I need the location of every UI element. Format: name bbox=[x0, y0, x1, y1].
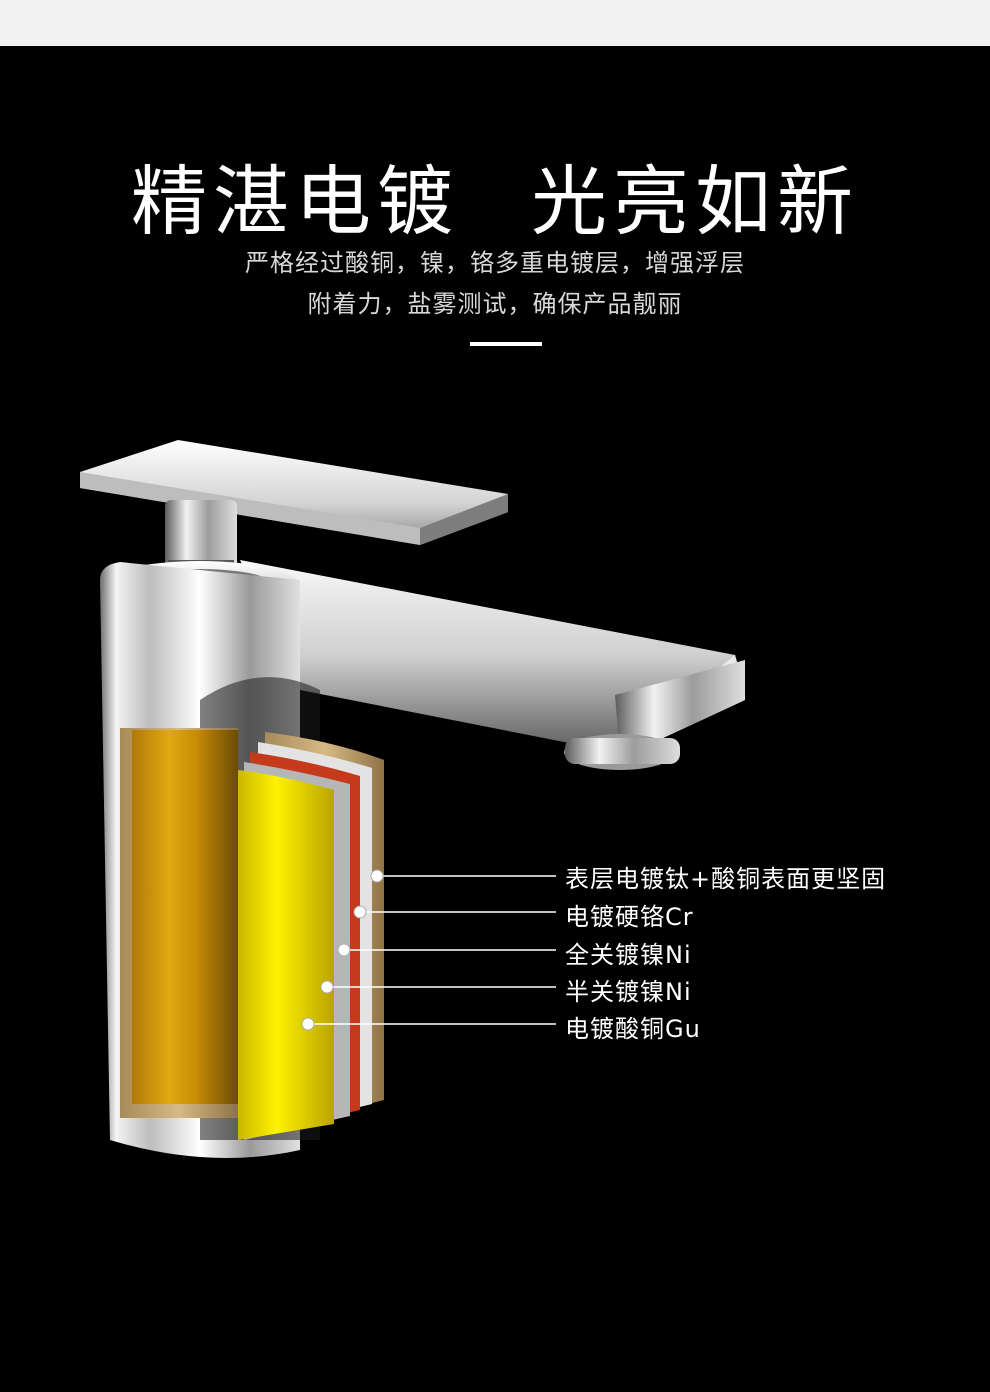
title-divider bbox=[470, 342, 542, 346]
layer-acid-copper bbox=[238, 770, 334, 1140]
copper-core bbox=[132, 730, 238, 1104]
callout-dot-4 bbox=[320, 980, 334, 994]
callout-dot-5 bbox=[301, 1017, 315, 1031]
callout-lines bbox=[301, 869, 556, 1031]
callout-label-full-nickel: 全关镀镍Ni bbox=[565, 941, 692, 969]
subtitle-line-2: 附着力，盐雾测试，确保产品靓丽 bbox=[307, 290, 683, 318]
subtitle-line-1: 严格经过酸铜，镍，铬多重电镀层，增强浮层 bbox=[245, 249, 745, 277]
hero-title: 精湛电镀光亮如新 bbox=[0, 140, 990, 250]
hero-title-left: 精湛电镀 bbox=[131, 157, 459, 246]
callout-dot-3 bbox=[337, 943, 351, 957]
plating-cutaway bbox=[120, 728, 384, 1140]
top-strip bbox=[0, 0, 990, 46]
callout-dot-2 bbox=[353, 905, 367, 919]
callout-label-hard-chrome: 电镀硬铬Cr bbox=[565, 903, 694, 931]
callout-label-semi-nickel: 半关镀镍Ni bbox=[565, 978, 692, 1006]
hero-title-right: 光亮如新 bbox=[531, 157, 859, 246]
callout-dot-1 bbox=[370, 869, 384, 883]
callout-label-acid-copper: 电镀酸铜Gu bbox=[565, 1015, 701, 1043]
lever-handle bbox=[80, 440, 508, 545]
faucet-spout bbox=[240, 560, 745, 770]
callout-label-titanium: 表层电镀钛+酸铜表面更坚固 bbox=[565, 865, 887, 893]
